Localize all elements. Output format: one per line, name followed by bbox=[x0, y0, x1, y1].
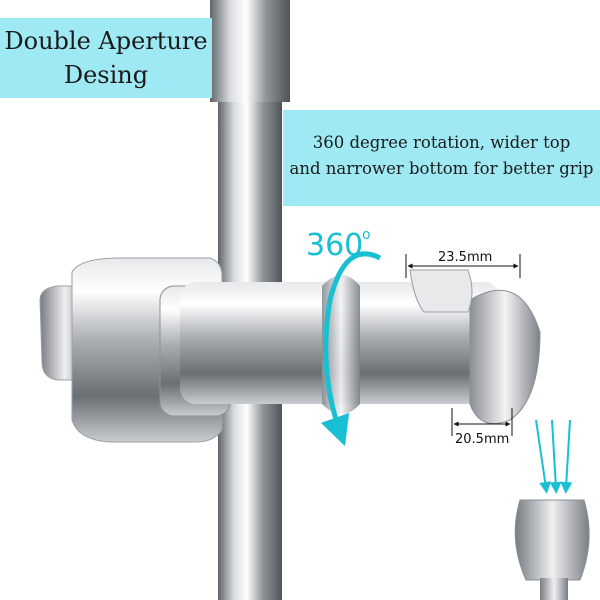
holder-slot bbox=[409, 269, 473, 313]
callout-right-line1: 360 degree rotation, wider top bbox=[312, 133, 571, 152]
rod-top-cap bbox=[210, 0, 290, 102]
rotation-arrow bbox=[320, 251, 382, 447]
insert-arrow-1 bbox=[535, 419, 552, 494]
callout-rotation: 360 degree rotation, wider top and narro… bbox=[283, 110, 600, 206]
rotation-degree-label: 360 bbox=[306, 228, 364, 263]
holder-tip bbox=[469, 289, 541, 424]
dimension-bottom-label: 20.5mm bbox=[455, 432, 510, 447]
callout-left-line2: Desing bbox=[63, 61, 149, 89]
callout-right-line2: and narrower bottom for better grip bbox=[289, 159, 594, 178]
inset-holder bbox=[514, 499, 590, 581]
insert-arrow-2 bbox=[549, 419, 562, 494]
dimension-top-label: 23.5mm bbox=[438, 250, 493, 265]
callout-left-line1: Double Aperture bbox=[4, 27, 208, 55]
insert-arrow-3 bbox=[560, 419, 573, 494]
callout-double-aperture: Double Aperture Desing bbox=[0, 18, 212, 98]
rotation-collar bbox=[322, 275, 360, 414]
inset-hose bbox=[540, 578, 568, 600]
rotation-degree-symbol: o bbox=[362, 227, 371, 243]
